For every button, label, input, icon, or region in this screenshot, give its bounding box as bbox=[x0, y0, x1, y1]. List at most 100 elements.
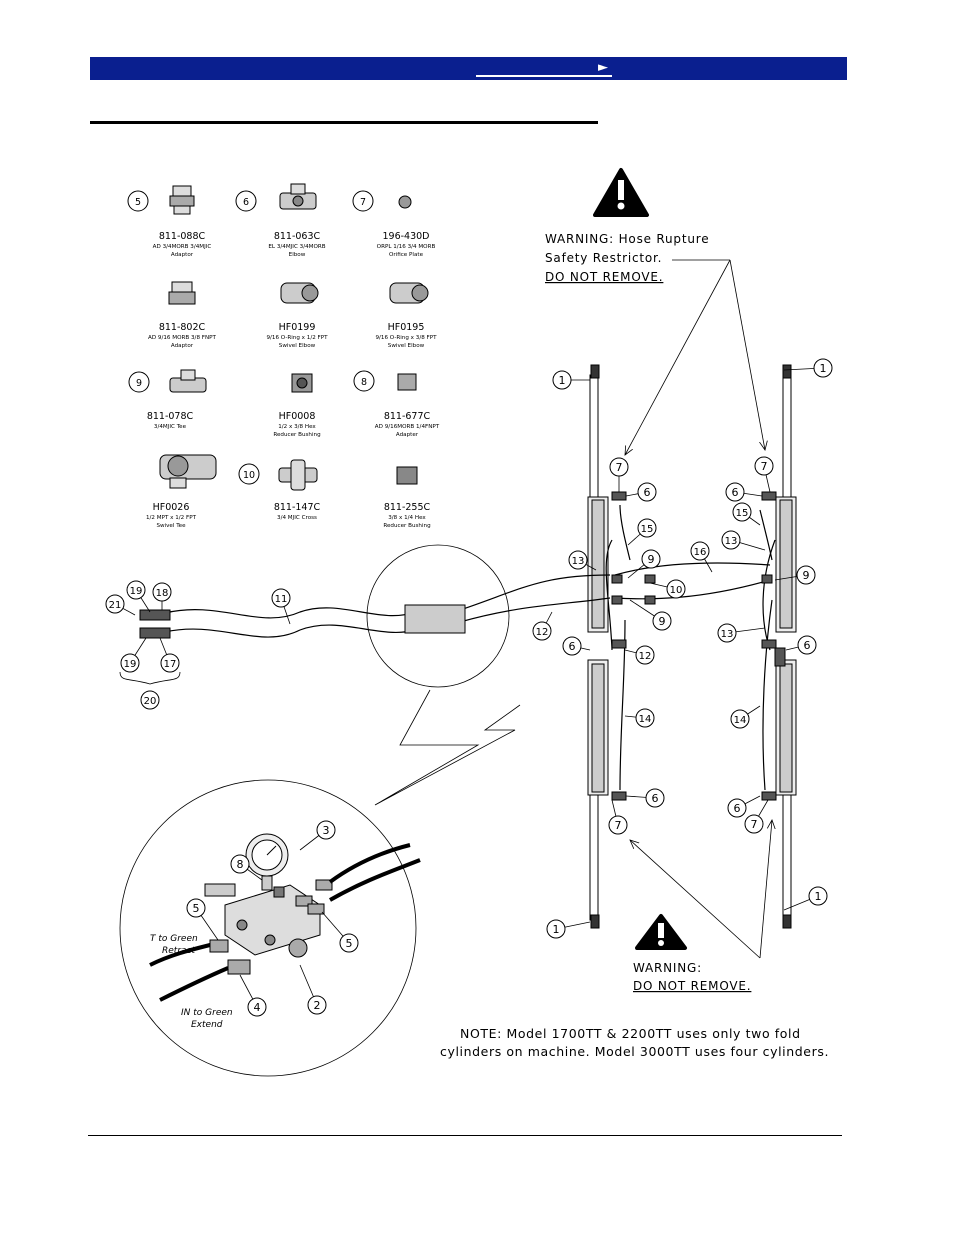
callout-number: 16 bbox=[694, 547, 707, 558]
part-number: HF0008 bbox=[279, 411, 316, 422]
part-desc: Adaptor bbox=[171, 252, 194, 258]
part-desc: 3/4 MJIC Cross bbox=[277, 515, 317, 521]
callout-number: 20 bbox=[144, 696, 157, 707]
part-6-icon bbox=[235, 183, 317, 212]
callout-bubble bbox=[730, 709, 750, 729]
swivel-tee-icon bbox=[159, 454, 217, 489]
callout-number: 21 bbox=[109, 600, 122, 611]
warning-bottom: WARNING: DO NOT REMOVE. bbox=[630, 820, 772, 993]
part-desc: Reducer Bushing bbox=[273, 432, 321, 438]
part-num: 10 bbox=[243, 470, 255, 481]
part-7-icon bbox=[352, 190, 412, 212]
part-number: 196-430D bbox=[382, 231, 429, 242]
warning-line: Safety Restrictor. bbox=[545, 251, 662, 265]
part-number: HF0199 bbox=[279, 322, 316, 333]
callout-bubble bbox=[532, 621, 552, 641]
callout-bubble bbox=[641, 549, 661, 569]
parts-catalog: 5 811-088C AD 3/4MORB 3/4MJIC Adaptor 6 … bbox=[127, 183, 440, 529]
cylinders bbox=[587, 364, 797, 929]
callout-number: 7 bbox=[616, 461, 623, 474]
callout-number: 8 bbox=[237, 858, 244, 871]
part-desc: 3/8 x 1/4 Hex bbox=[388, 515, 426, 521]
callout-number: 12 bbox=[639, 651, 652, 662]
callout-bubble bbox=[609, 457, 629, 477]
part-num: 5 bbox=[135, 197, 141, 208]
callout-bubble bbox=[690, 541, 710, 561]
header-bar: ► bbox=[90, 57, 847, 80]
callout-bubble bbox=[645, 788, 665, 808]
callout-bubble bbox=[316, 820, 336, 840]
part-number: 811-255C bbox=[384, 502, 431, 513]
title-rule bbox=[90, 121, 598, 124]
callout-bubble bbox=[732, 502, 752, 522]
next-page-link[interactable]: ► bbox=[476, 59, 612, 77]
inset-label: T to Green bbox=[150, 934, 198, 944]
callout-bubble bbox=[796, 565, 816, 585]
note-line: cylinders on machine. Model 3000TT uses … bbox=[440, 1044, 829, 1059]
part-9-icon bbox=[128, 369, 207, 393]
callout-bubble bbox=[140, 690, 160, 710]
part-desc: Swivel Elbow bbox=[279, 343, 316, 349]
callout-number: 6 bbox=[644, 486, 651, 499]
callout-number: 18 bbox=[156, 588, 169, 599]
hoses bbox=[164, 504, 776, 791]
warning-line: DO NOT REMOVE. bbox=[633, 979, 751, 993]
callout-bubble bbox=[186, 898, 206, 918]
callout-number: 9 bbox=[803, 569, 810, 582]
callout-bubble bbox=[126, 580, 146, 600]
callout-number: 7 bbox=[751, 818, 758, 831]
fittings bbox=[139, 491, 786, 801]
callout-number: 14 bbox=[639, 714, 652, 725]
callout-bubble bbox=[568, 550, 588, 570]
callout-bubble bbox=[271, 588, 291, 608]
callout-number: 9 bbox=[659, 615, 666, 628]
part-desc: Reducer Bushing bbox=[383, 523, 431, 529]
callout-number: 1 bbox=[815, 890, 822, 903]
callout-number: 11 bbox=[275, 594, 288, 605]
part-desc: Adapter bbox=[396, 432, 419, 438]
callout-number: 6 bbox=[732, 486, 739, 499]
footer-rule bbox=[88, 1135, 842, 1136]
part-desc: AD 9/16 MORB 3/8 FNPT bbox=[148, 335, 217, 341]
callout-number: 13 bbox=[572, 556, 585, 567]
warning-top: WARNING: Hose Rupture Safety Restrictor.… bbox=[545, 168, 765, 455]
callout-bubble bbox=[608, 815, 628, 835]
callout-number: 5 bbox=[193, 902, 200, 915]
callout-number: 1 bbox=[820, 362, 827, 375]
callout-number: 6 bbox=[804, 639, 811, 652]
callout-bubble bbox=[120, 653, 140, 673]
warning-line: WARNING: bbox=[633, 961, 702, 975]
callout-number: 3 bbox=[323, 824, 330, 837]
warning-line: WARNING: Hose Rupture bbox=[545, 232, 709, 246]
callout-bubble bbox=[666, 579, 686, 599]
callout-number: 17 bbox=[164, 659, 177, 670]
callout-number: 6 bbox=[652, 792, 659, 805]
callout-bubble bbox=[637, 518, 657, 538]
callout-number: 2 bbox=[314, 999, 321, 1012]
part-num: 9 bbox=[136, 378, 142, 389]
callout-bubble bbox=[727, 798, 747, 818]
bushing-icon bbox=[396, 466, 418, 485]
part-8-icon bbox=[353, 370, 417, 392]
callout-bubble bbox=[247, 997, 267, 1017]
callout-bubble bbox=[152, 582, 172, 602]
callout-number: 7 bbox=[615, 819, 622, 832]
part-number: 811-677C bbox=[384, 411, 431, 422]
callout-number: 4 bbox=[254, 1001, 261, 1014]
part-desc: 1/2 x 3/8 Hex bbox=[278, 424, 316, 430]
part-desc: Orifice Plate bbox=[389, 252, 424, 258]
callout-bubble bbox=[721, 530, 741, 550]
callout-bubble bbox=[552, 370, 572, 390]
swivel-elbow-icon bbox=[389, 282, 429, 304]
callout-bubble bbox=[160, 653, 180, 673]
swivel-elbow-icon bbox=[280, 282, 319, 304]
callout-bubble bbox=[744, 814, 764, 834]
inset-label: IN to Green bbox=[181, 1008, 233, 1018]
callout-bubble bbox=[717, 623, 737, 643]
callout-number: 12 bbox=[536, 627, 549, 638]
part-desc: Swivel Tee bbox=[156, 523, 186, 529]
part-number: 811-088C bbox=[159, 231, 206, 242]
callout-number: 7 bbox=[761, 460, 768, 473]
part-num: 8 bbox=[361, 377, 367, 388]
